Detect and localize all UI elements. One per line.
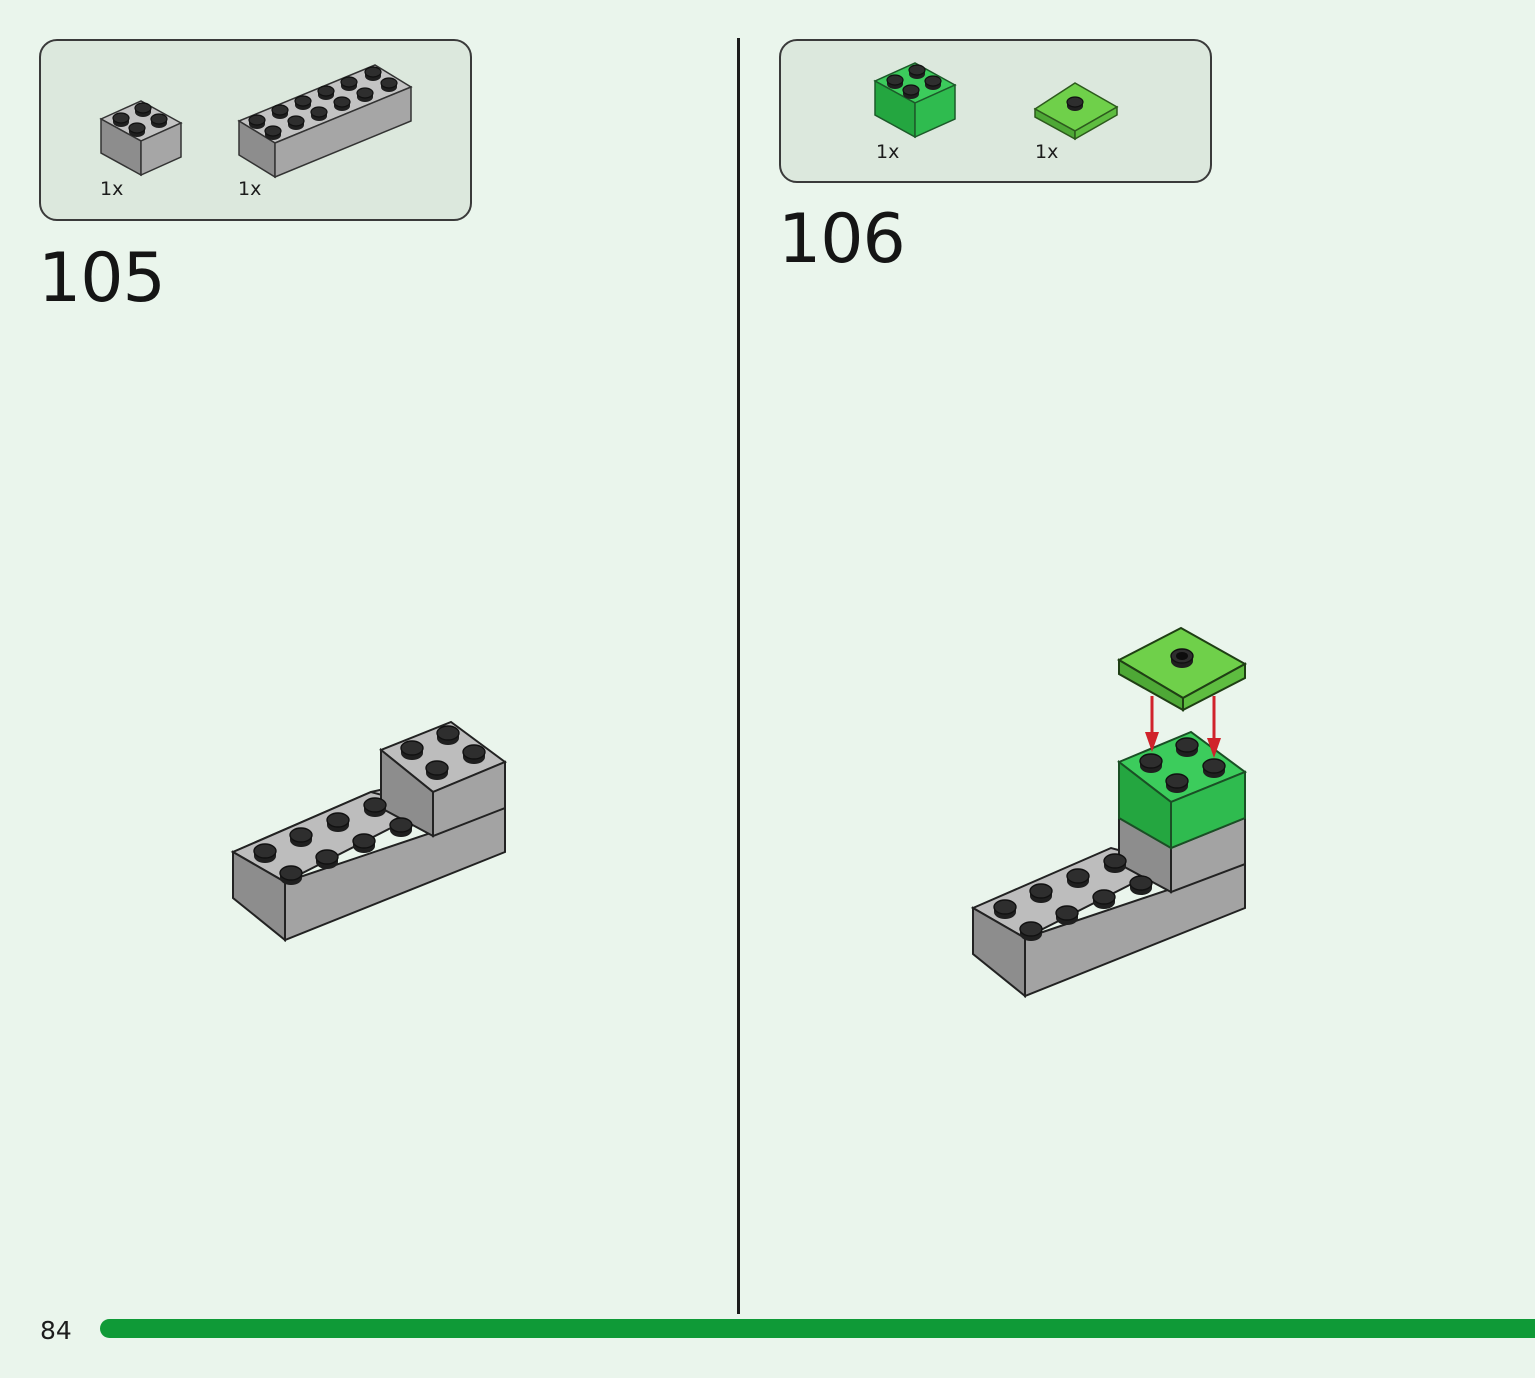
parts-callout: 1x 1x [779,39,1212,183]
lime-plate-2x2-jumper-icon [1033,82,1119,141]
column-divider [737,38,740,1314]
parts-callout: 1x 1x [39,39,472,221]
progress-bar [100,1319,1535,1338]
part-quantity: 1x [100,178,124,200]
step-105-model-illustration [230,720,508,943]
step-number: 105 [38,239,166,318]
placement-arrows [1145,696,1221,758]
gray-brick-2x2-icon [99,100,183,177]
part-quantity: 1x [1035,141,1059,163]
gray-brick-2x6-icon [237,64,413,179]
part-quantity: 1x [876,141,900,163]
step-106-model-illustration [970,626,1248,999]
step-number: 106 [778,200,906,279]
part-quantity: 1x [238,178,262,200]
page-number: 84 [40,1316,72,1345]
green-brick-2x2-icon [873,62,957,139]
